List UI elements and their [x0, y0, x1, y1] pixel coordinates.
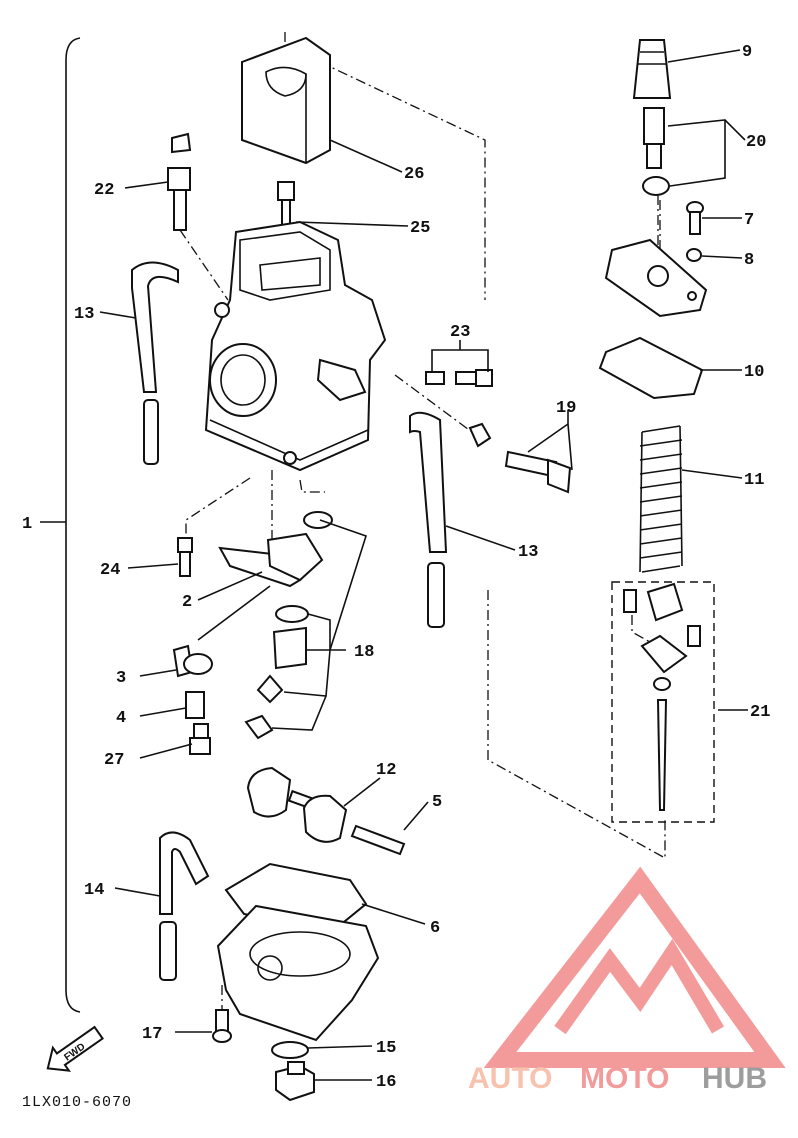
callout-14: 14: [84, 881, 104, 900]
callout-8: 8: [744, 251, 754, 270]
diagram-code: 1LX010-6070: [22, 1094, 132, 1111]
jet-part-24: [177, 537, 193, 577]
callout-21: 21: [750, 703, 770, 722]
callout-4: 4: [116, 709, 126, 728]
callout-26: 26: [404, 165, 424, 184]
drain-plug-part-16: [275, 1061, 315, 1102]
throttle-screw-part-22: [167, 132, 192, 231]
top-plate: [604, 238, 708, 318]
float-arm-part-2: [218, 511, 333, 588]
watermark-auto: AUTO: [468, 1062, 552, 1095]
callout-12: 12: [376, 761, 396, 780]
callout-24: 24: [100, 561, 120, 580]
needle-set-box-part-21: [611, 581, 715, 823]
fwd-arrow-icon: FWD: [46, 1025, 104, 1072]
pilot-jet-part-27: [189, 723, 211, 755]
callout-25: 25: [410, 219, 430, 238]
needle-set-part-21: [623, 582, 701, 811]
screw-part-7: [686, 201, 704, 235]
callout-11: 11: [744, 471, 764, 490]
callout-2: 2: [182, 593, 192, 612]
needle-valve-part-18: [244, 605, 309, 740]
callout-16: 16: [376, 1073, 396, 1092]
leader-lines: [99, 49, 748, 1081]
callout-27: 27: [104, 751, 124, 770]
callout-7: 7: [744, 211, 754, 230]
gasket-part-10: [598, 336, 704, 400]
air-screw-part-19: [468, 422, 572, 494]
carburetor-body: [204, 220, 387, 472]
screw-part-17: [212, 1009, 232, 1043]
top-cover-part-26: [241, 36, 331, 165]
vent-hose-part-13-left: [131, 261, 179, 465]
watermark-moto: MOTO: [580, 1062, 669, 1095]
adjuster-part-20: [642, 107, 670, 196]
callout-15: 15: [376, 1039, 396, 1058]
vent-hose-part-13-right: [409, 411, 448, 628]
callout-19: 19: [556, 399, 576, 418]
float-bowl: [216, 904, 380, 1042]
watermark-hub: HUB: [702, 1062, 767, 1095]
callout-22: 22: [94, 181, 114, 200]
float-pin-part-5: [350, 824, 406, 856]
spring-part-11: [639, 425, 683, 573]
callout-13-left: 13: [74, 305, 94, 324]
callout-labels: 1 9 20 7 8 10 11 21 26 25 22 13 23 19 13…: [22, 43, 770, 1092]
assembly-bracket: [65, 37, 81, 1013]
drain-hose-part-14: [159, 831, 210, 981]
washer-part-8: [686, 248, 702, 262]
elbow-fitting-part-3: [172, 644, 213, 678]
cap-part-9: [632, 39, 672, 99]
jet-holder-part-4: [185, 691, 205, 719]
automotohub-logo: AUTO MOTO HUB: [468, 866, 786, 1095]
callout-5: 5: [432, 793, 442, 812]
callout-1: 1: [22, 515, 32, 534]
o-ring-part-15: [271, 1041, 309, 1059]
callout-6: 6: [430, 919, 440, 938]
callout-10: 10: [744, 363, 764, 382]
callout-3: 3: [116, 669, 126, 688]
callout-9: 9: [742, 43, 752, 62]
callout-13-right: 13: [518, 543, 538, 562]
callout-20: 20: [746, 133, 766, 152]
float-part-12: [246, 766, 348, 843]
callout-17: 17: [142, 1025, 162, 1044]
callout-23: 23: [450, 323, 470, 342]
callout-18: 18: [354, 643, 374, 662]
pilot-screws-part-23: [425, 369, 493, 387]
